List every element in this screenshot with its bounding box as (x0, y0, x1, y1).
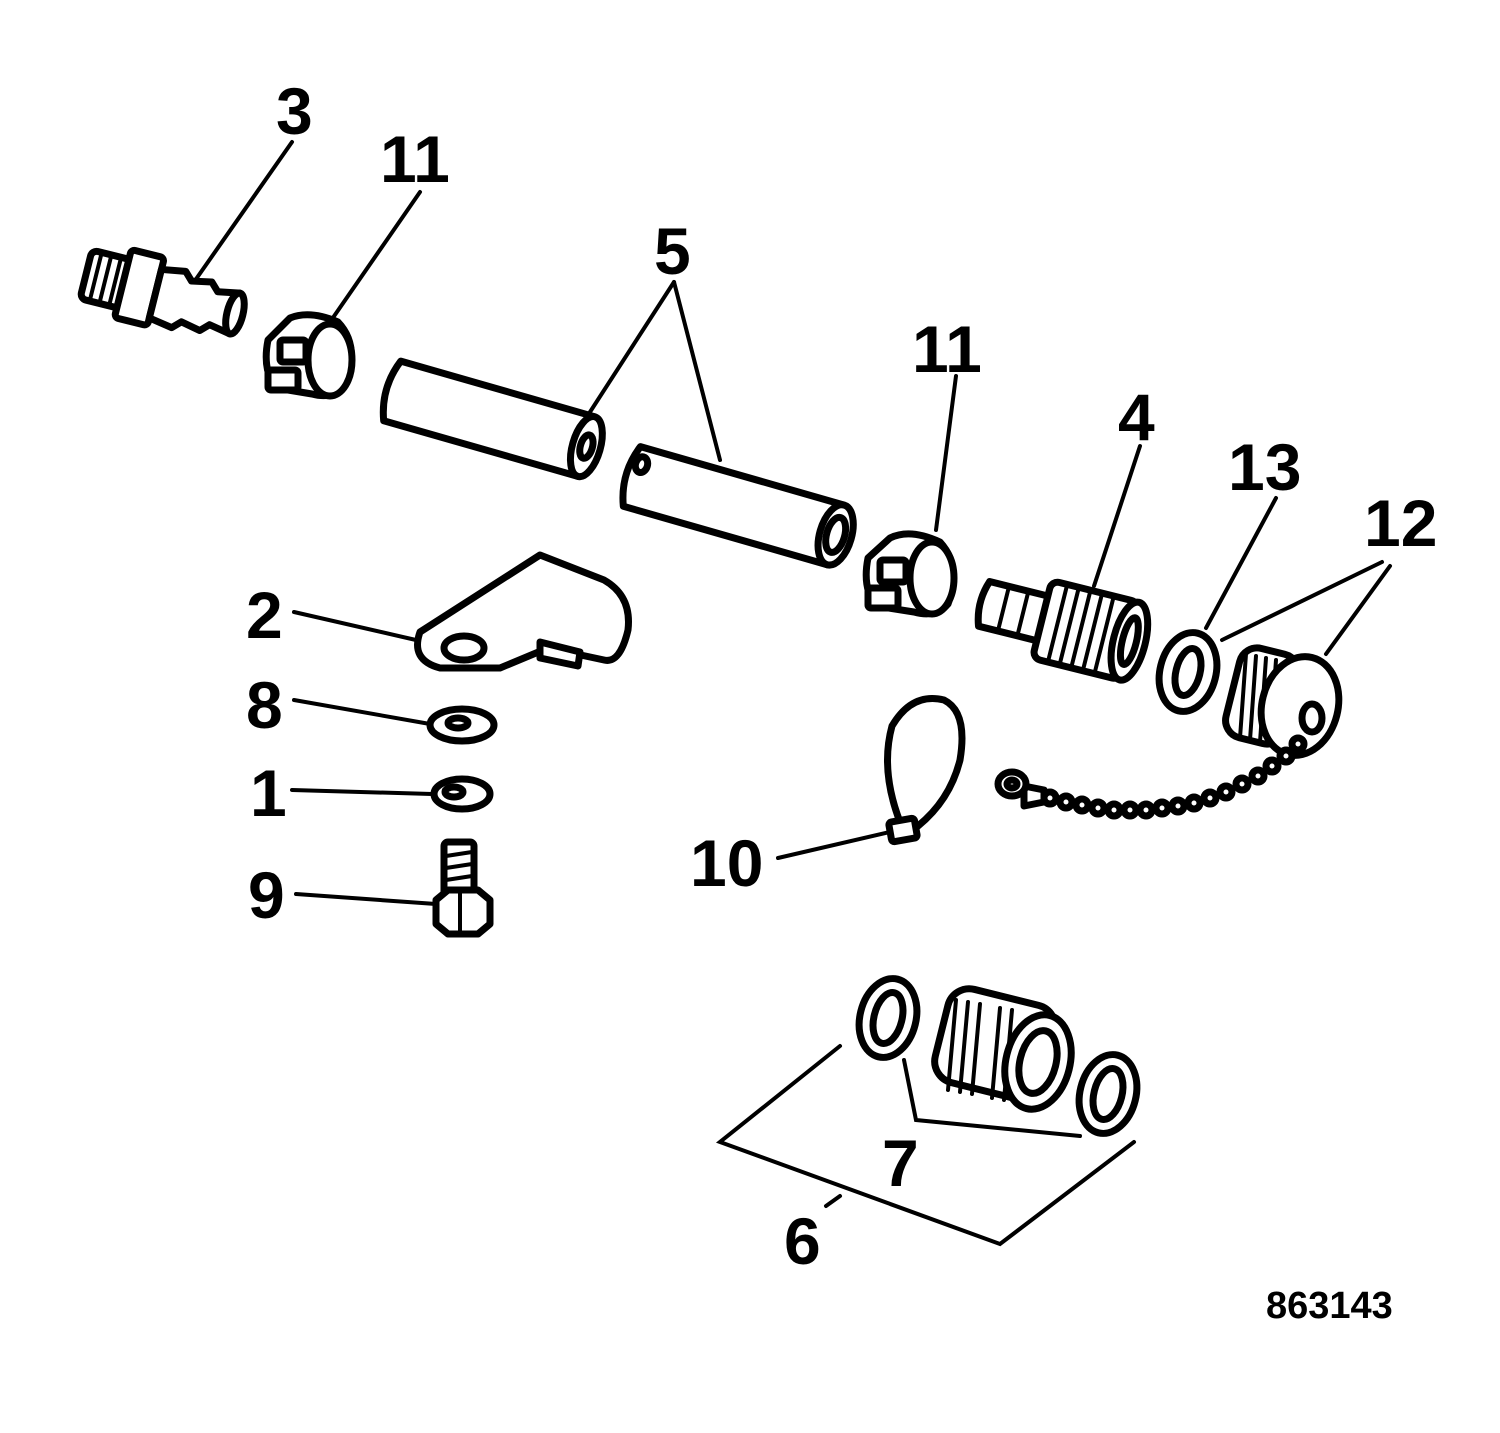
leader-5-b (672, 280, 722, 462)
callout-7: 7 (882, 1126, 919, 1200)
callout-1: 1 (250, 756, 287, 830)
part-9-bolt (432, 838, 494, 938)
callout-9: 9 (248, 858, 285, 932)
leader-12-b (1324, 564, 1392, 656)
part-1-lock-washer (430, 775, 494, 813)
leader-6 (824, 1194, 842, 1208)
callout-8: 8 (246, 668, 283, 742)
callout-labels: 3 11 5 11 4 13 12 2 8 1 9 10 7 6 (246, 74, 1437, 1278)
part-3-hose-fitting (77, 246, 248, 338)
callout-11-upper: 11 (380, 122, 450, 196)
leader-5-a (588, 280, 676, 414)
callout-13: 13 (1228, 430, 1301, 504)
callout-11-lower: 11 (912, 312, 982, 386)
part-5-hose-section-a (379, 357, 606, 481)
bracket-6 (715, 1044, 1136, 1247)
callout-12: 12 (1364, 486, 1437, 560)
part-13-washer (1155, 629, 1221, 715)
callout-4: 4 (1118, 380, 1155, 454)
callout-5: 5 (654, 214, 691, 288)
part-11-hose-clamp-lower (862, 530, 958, 618)
leader-13 (1204, 496, 1278, 630)
callout-10: 10 (690, 826, 763, 900)
leader-3 (192, 140, 294, 284)
leader-1 (290, 788, 434, 796)
leader-4 (1092, 444, 1142, 588)
part-10-tie-strap (884, 695, 966, 846)
leader-7 (902, 1058, 1082, 1138)
callout-3: 3 (276, 74, 313, 148)
figure-number: 863143 (1266, 1285, 1393, 1327)
part-11-hose-clamp-upper (262, 311, 356, 400)
leader-2 (292, 610, 418, 642)
part-4-threaded-connector (974, 578, 1152, 684)
leader-8 (292, 698, 432, 726)
leader-11-lower (934, 374, 958, 532)
leader-10 (776, 830, 892, 860)
leader-9 (294, 892, 438, 906)
callout-6: 6 (784, 1204, 821, 1278)
callout-2: 2 (246, 578, 283, 652)
leader-11-upper (328, 190, 422, 324)
part-6-coupler-kit (855, 975, 1141, 1137)
part-8-washer (426, 705, 498, 745)
leader-12-a (1220, 560, 1384, 642)
part-2-bracket (414, 551, 632, 672)
part-5-hose-section-b (619, 443, 857, 569)
part-12-cap-with-chain (994, 644, 1343, 820)
leader-lines (192, 140, 1392, 1247)
